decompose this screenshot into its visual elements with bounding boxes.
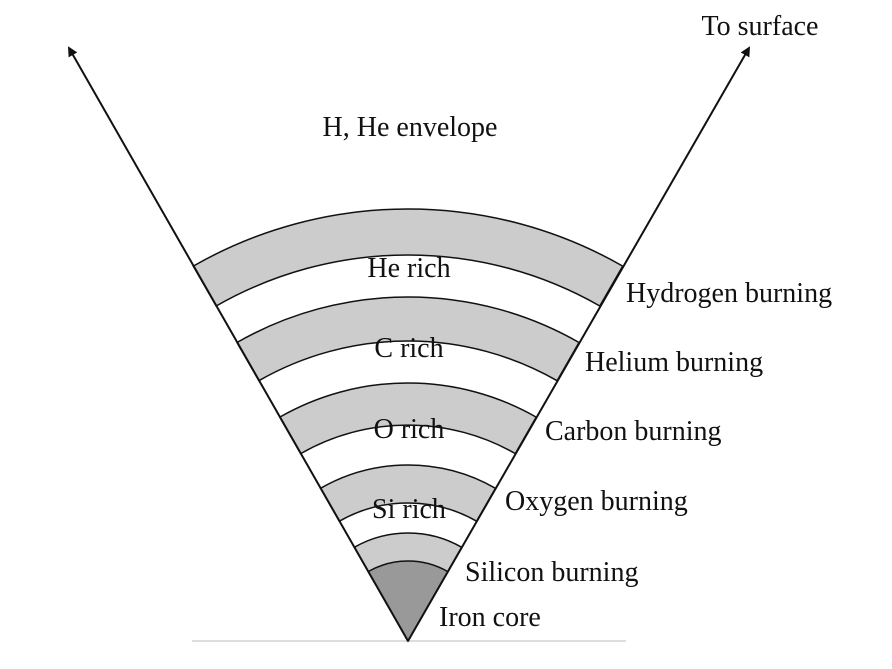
shell-label-helium-burning: Helium burning xyxy=(585,347,763,378)
cone-right-boundary-arrow xyxy=(407,46,750,642)
burning-shells xyxy=(192,208,624,580)
iron-core-region xyxy=(367,560,449,643)
shell-label-carbon-burning: Carbon burning xyxy=(545,416,722,447)
cone-left-boundary-arrow xyxy=(68,46,409,642)
c-rich-label: C rich xyxy=(374,333,443,364)
o-rich-label: O rich xyxy=(374,414,445,445)
he-rich-label: He rich xyxy=(367,253,450,284)
shell-label-hydrogen-burning: Hydrogen burning xyxy=(626,278,832,309)
iron-core-label: Iron core xyxy=(439,602,541,633)
si-rich-label: Si rich xyxy=(372,494,446,525)
shell-label-silicon-burning: Silicon burning xyxy=(465,557,638,588)
surface-label: To surface xyxy=(702,11,819,42)
shell-label-oxygen-burning: Oxygen burning xyxy=(505,486,688,517)
envelope-label: H, He envelope xyxy=(323,112,498,143)
